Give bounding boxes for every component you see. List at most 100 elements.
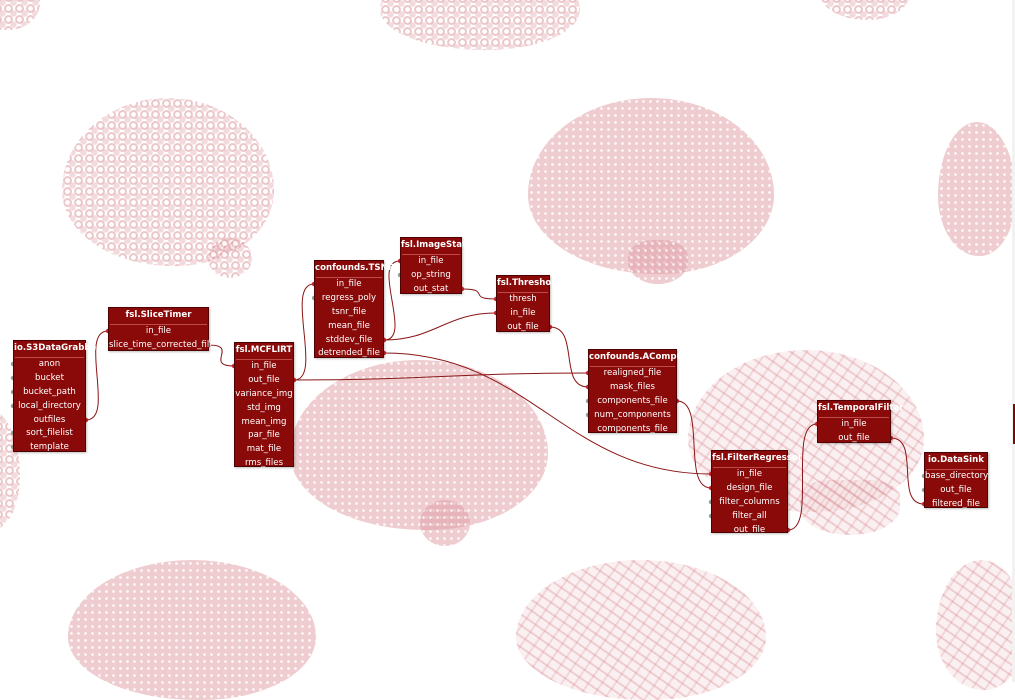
port-thresh[interactable]: thresh (509, 294, 537, 304)
divider (590, 366, 675, 367)
port-template[interactable]: template (30, 442, 69, 453)
port-out-file[interactable]: out_file (838, 432, 870, 443)
port-slice-time-corrected-file[interactable]: slice_time_corrected_file (109, 339, 215, 350)
scroll-marker[interactable] (1013, 404, 1015, 444)
port-anon[interactable]: anon (38, 359, 61, 369)
canvas-border (1012, 0, 1015, 682)
brain-illustration (820, 0, 910, 20)
port-num-components[interactable]: num_components (594, 409, 671, 420)
port-rms-files[interactable]: rms_files (244, 458, 284, 469)
divider (926, 469, 986, 470)
port-variance-img[interactable]: variance_img (235, 388, 293, 399)
node-slicetimer[interactable]: fsl.SliceTimer in_file slice_time_correct… (108, 307, 215, 351)
port-out-stat[interactable]: out_stat (413, 283, 449, 294)
brain-illustration (62, 98, 274, 266)
divider (713, 467, 786, 468)
divider (316, 277, 382, 278)
port-std-img[interactable]: std_img (247, 402, 281, 413)
brain-illustration (628, 240, 688, 284)
port-sort-filelist[interactable]: sort_filelist (26, 428, 73, 439)
port-stddev-file[interactable]: stddev_file (325, 334, 373, 345)
port-mean-file[interactable]: mean_file (328, 320, 370, 331)
connection-wire (383, 352, 712, 475)
port-in-file[interactable]: in_file (336, 279, 362, 289)
port-tsnr-file[interactable]: tsnr_file (331, 306, 367, 317)
node-title: io.S3DataGrabber (14, 343, 101, 353)
port-outfiles[interactable]: outfiles (33, 414, 66, 425)
port-filter-columns[interactable]: filter_columns (719, 496, 780, 507)
node-temporalfilter[interactable]: fsl.TemporalFilter in_file out_file (817, 400, 904, 443)
node-title: fsl.Threshold (497, 278, 561, 288)
divider (402, 254, 460, 255)
port-op-string[interactable]: op_string (411, 269, 451, 280)
connection-layer (10, 258, 927, 533)
brain-illustration (68, 560, 316, 700)
port-local-directory[interactable]: local_directory (18, 400, 81, 411)
node-threshold[interactable]: fsl.Threshold thresh in_file out_file (496, 275, 561, 332)
port-out-file[interactable]: out_file (248, 374, 280, 385)
brain-illustration (516, 560, 766, 700)
connection-wire (85, 330, 109, 421)
node-title: confounds.TSNR (315, 263, 395, 273)
port-regress-poly[interactable]: regress_poly (321, 292, 377, 303)
connection-wire (890, 437, 925, 505)
port-out-file[interactable]: out_file (733, 524, 766, 535)
port-in-file[interactable]: in_file (841, 419, 867, 429)
divider (15, 357, 84, 358)
port-detrended-file[interactable]: detrended_file (318, 348, 380, 359)
connection-wire (208, 344, 235, 367)
brain-illustration (290, 360, 548, 530)
port-components-file[interactable]: components_file (597, 395, 668, 406)
port-filtered-file[interactable]: filtered_file (932, 498, 980, 509)
port-realigned-file[interactable]: realigned_file (603, 368, 662, 378)
node-title: confounds.ACompCor (589, 352, 693, 362)
port-bucket-path[interactable]: bucket_path (23, 386, 76, 397)
port-in-file[interactable]: in_file (251, 361, 277, 371)
node-imagestats[interactable]: fsl.ImageStats in_file op_string out_stat (400, 237, 472, 294)
port-in-file[interactable]: in_file (418, 256, 444, 266)
connection-wire (676, 400, 712, 489)
port-in-file[interactable]: in_file (510, 307, 536, 318)
connection-wire (461, 288, 497, 300)
port-mask-files[interactable]: mask_files (610, 381, 655, 392)
node-title: fsl.ImageStats (401, 240, 472, 250)
node-title: fsl.MCFLIRT (235, 345, 293, 355)
connection-wire (383, 312, 497, 341)
port-out-file[interactable]: out_file (940, 484, 972, 495)
node-title: fsl.TemporalFilter (818, 403, 904, 413)
brain-illustration (528, 98, 774, 274)
connection-wire (549, 326, 589, 388)
brain-illustration (208, 238, 252, 278)
connection-wire (787, 423, 818, 531)
node-tsnr[interactable]: confounds.TSNR in_file regress_poly tsnr_f… (314, 260, 395, 359)
port-in-file[interactable]: in_file (145, 326, 172, 336)
node-acompcor[interactable]: confounds.ACompCor realigned_file mask_fi… (588, 349, 693, 434)
port-out-file[interactable]: out_file (507, 321, 539, 332)
connection-wire (293, 372, 589, 381)
node-title: fsl.SliceTimer (125, 310, 192, 320)
port-par-file[interactable]: par_file (248, 430, 280, 441)
port-filter-all[interactable]: filter_all (732, 510, 767, 521)
port-design-file[interactable]: design_file (726, 482, 773, 493)
port-bucket[interactable]: bucket (35, 372, 64, 383)
brain-illustration (800, 480, 900, 535)
port-mat-file[interactable]: mat_file (246, 444, 282, 455)
connection-wire (293, 283, 315, 381)
connection-wire (383, 260, 401, 341)
port-mean-img[interactable]: mean_img (241, 416, 287, 427)
divider (236, 359, 292, 360)
port-components-file[interactable]: components_file (597, 423, 668, 434)
node-title: fsl.FilterRegressor (712, 453, 803, 463)
divider (110, 324, 207, 325)
brain-illustration (688, 350, 924, 512)
divider (819, 417, 889, 418)
brain-illustration (936, 560, 1015, 690)
divider (498, 292, 548, 293)
port-base-directory[interactable]: base_directory (925, 471, 989, 481)
port-in-file[interactable]: in_file (736, 469, 763, 479)
